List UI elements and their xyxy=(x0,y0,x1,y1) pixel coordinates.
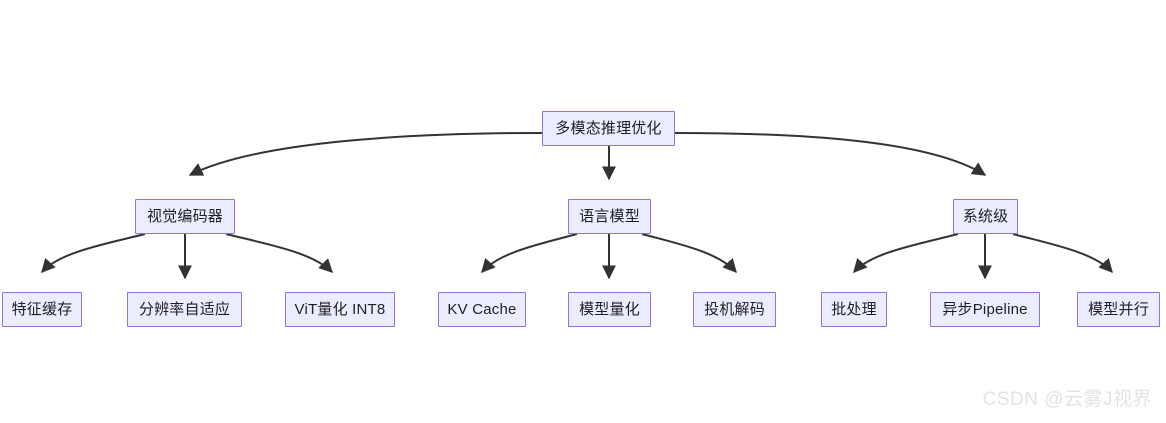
edge-vision-encoder-to-feature-cache xyxy=(41,233,146,274)
edge-language-model-to-kv-cache xyxy=(481,233,578,274)
node-system-level-label: 系统级 xyxy=(962,208,1009,225)
node-batching-label: 批处理 xyxy=(831,301,877,318)
node-vit-quant-int8-label: ViT量化 INT8 xyxy=(294,301,386,318)
node-model-parallel-label: 模型并行 xyxy=(1088,301,1149,318)
node-vit-quant-int8[interactable]: ViT量化 INT8 xyxy=(285,292,395,327)
node-async-pipeline[interactable]: 异步Pipeline xyxy=(930,292,1040,327)
edge-vision-encoder-to-vit-quant xyxy=(225,233,333,273)
edge-root-to-vision-encoder xyxy=(188,132,543,176)
node-async-pipeline-label: 异步Pipeline xyxy=(942,301,1028,318)
node-kv-cache[interactable]: KV Cache xyxy=(438,292,526,327)
node-batching[interactable]: 批处理 xyxy=(821,292,887,327)
node-speculative-decoding[interactable]: 投机解码 xyxy=(693,292,776,327)
edge-language-model-to-speculative-decoding xyxy=(641,233,737,274)
edge-root-to-system-level xyxy=(674,132,987,176)
node-speculative-decoding-label: 投机解码 xyxy=(704,301,765,318)
node-language-model[interactable]: 语言模型 xyxy=(568,199,651,234)
node-system-level[interactable]: 系统级 xyxy=(953,199,1018,234)
node-resolution-adaptive[interactable]: 分辨率自适应 xyxy=(127,292,242,327)
node-vision-encoder-label: 视觉编码器 xyxy=(146,208,223,225)
node-language-model-label: 语言模型 xyxy=(579,208,640,225)
edge-system-level-to-batching xyxy=(853,233,959,274)
edge-system-level-to-model-parallel xyxy=(1012,233,1113,274)
node-model-quantization[interactable]: 模型量化 xyxy=(568,292,651,327)
csdn-watermark: CSDN @云雾J视界 xyxy=(982,389,1152,410)
node-kv-cache-label: KV Cache xyxy=(447,301,517,318)
node-resolution-adaptive-label: 分辨率自适应 xyxy=(138,301,231,318)
node-root-label: 多模态推理优化 xyxy=(555,120,662,137)
node-model-quantization-label: 模型量化 xyxy=(579,301,640,318)
node-root[interactable]: 多模态推理优化 xyxy=(542,111,675,146)
node-vision-encoder[interactable]: 视觉编码器 xyxy=(135,199,235,234)
node-feature-cache-label: 特征缓存 xyxy=(11,301,73,318)
node-model-parallel[interactable]: 模型并行 xyxy=(1077,292,1160,327)
node-feature-cache[interactable]: 特征缓存 xyxy=(2,292,82,327)
